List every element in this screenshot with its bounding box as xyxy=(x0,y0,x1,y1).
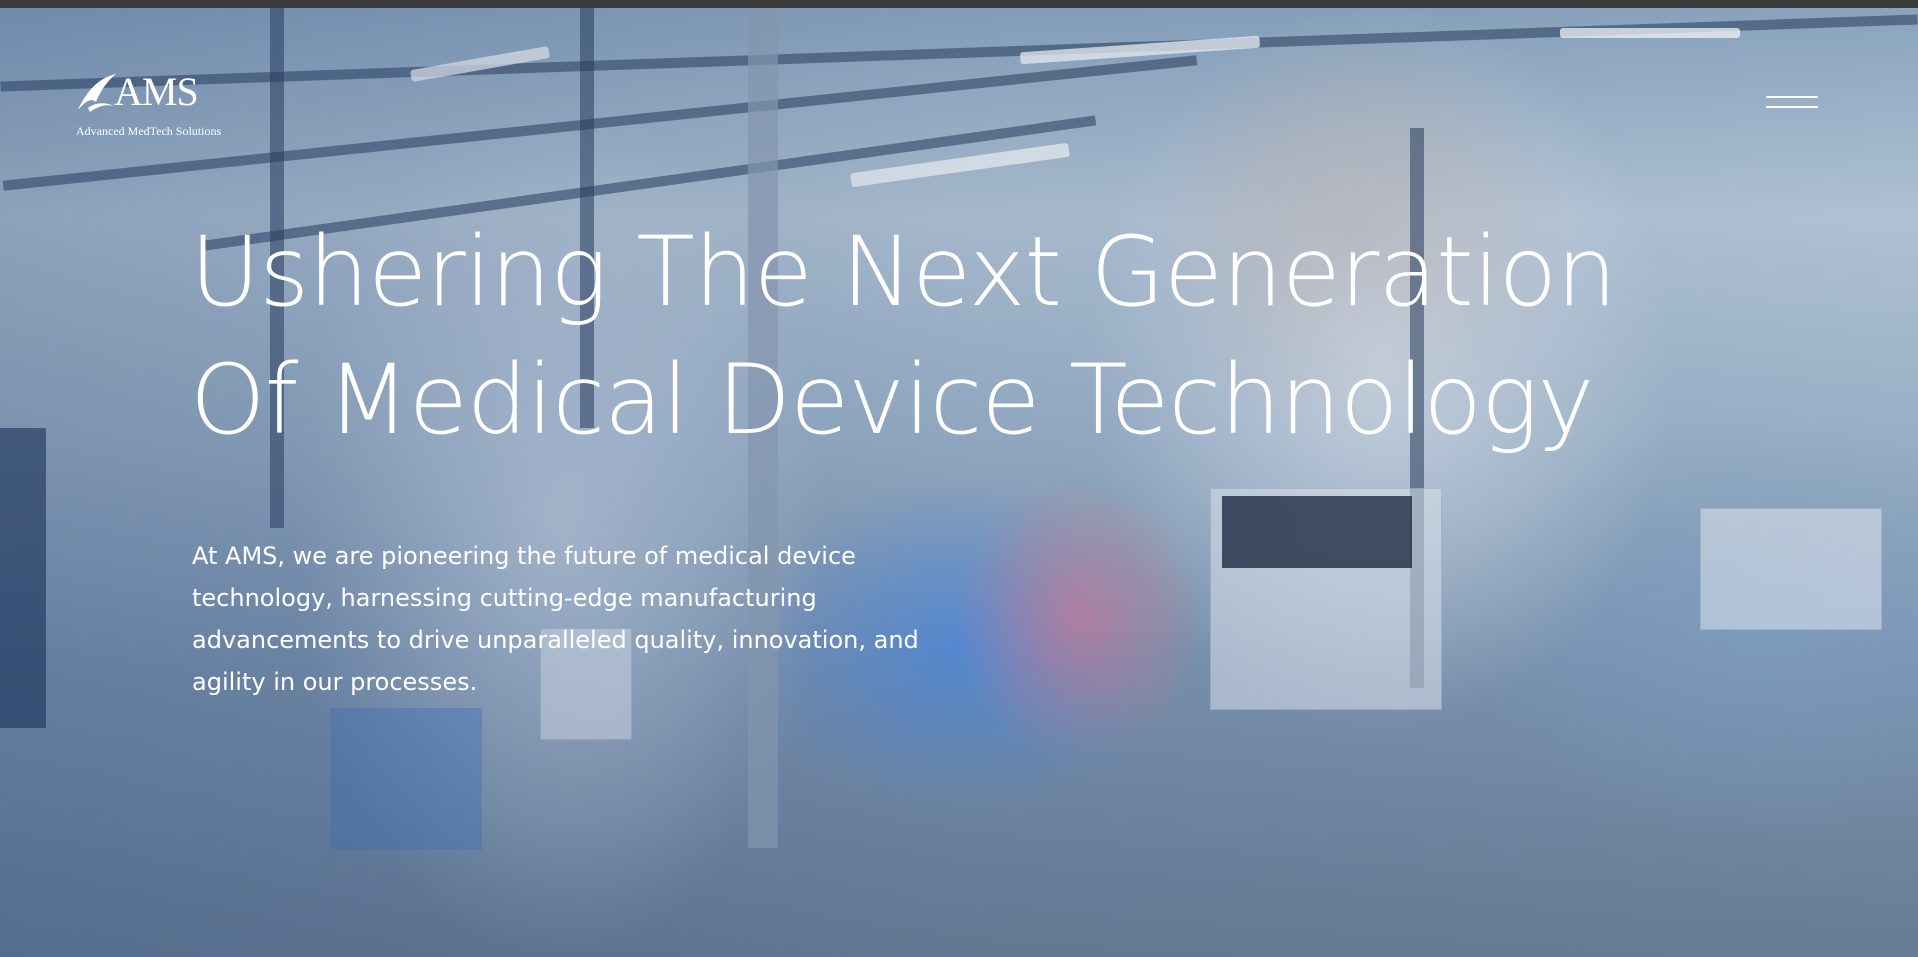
machine-display xyxy=(1222,496,1412,568)
hamburger-menu-icon[interactable] xyxy=(1762,92,1822,114)
lab-cabinet xyxy=(540,628,632,740)
menu-line xyxy=(1766,106,1818,108)
logo-subtitle: Advanced MedTech Solutions xyxy=(76,124,222,138)
headline-line-2: Of Medical Device Technology xyxy=(190,344,1594,456)
lab-machine xyxy=(1700,508,1882,630)
logo-wordmark: AMS xyxy=(114,69,199,114)
support-column xyxy=(580,8,594,428)
hero-color-overlay xyxy=(0,8,1918,957)
ams-logo[interactable]: AMS Advanced MedTech Solutions xyxy=(76,70,236,140)
menu-line xyxy=(1766,96,1818,98)
hero-headline: Ushering The Next Generation Of Medical … xyxy=(190,208,1690,464)
support-column xyxy=(748,8,778,848)
hero-section: AMS Advanced MedTech Solutions Ushering … xyxy=(0,8,1918,957)
headline-line-1: Ushering The Next Generation xyxy=(190,216,1617,328)
lab-door xyxy=(0,428,46,728)
ams-logo-mark-icon xyxy=(78,74,116,112)
browser-top-bar xyxy=(0,0,1918,8)
lab-bench xyxy=(330,708,482,850)
hero-intro-text: At AMS, we are pioneering the future of … xyxy=(192,542,919,696)
ceiling-light xyxy=(1560,28,1740,38)
support-column xyxy=(270,8,284,528)
